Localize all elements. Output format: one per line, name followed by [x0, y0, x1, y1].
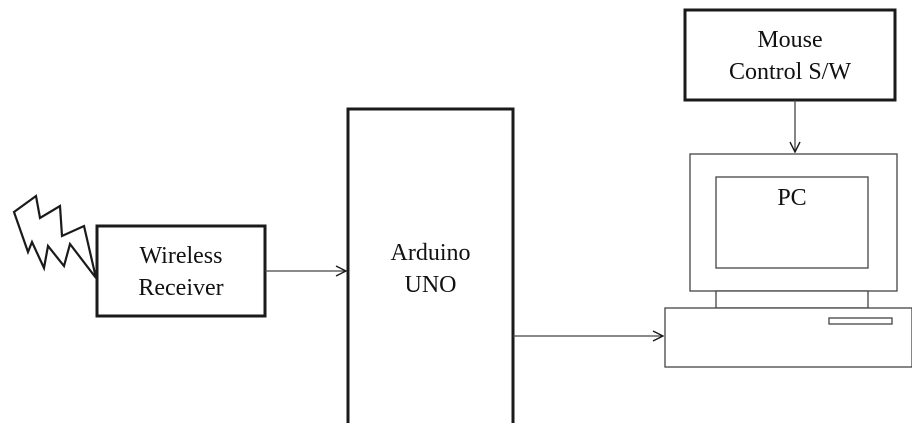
wireless-receiver-label-line2: Receiver [97, 273, 265, 303]
pc-neck [716, 291, 868, 308]
arduino-label-line2: UNO [348, 270, 513, 300]
pc-base [665, 308, 912, 367]
mouse-control-label-line2: Control S/W [685, 57, 895, 87]
mouse-control-label-line1: Mouse [685, 25, 895, 55]
lightning-signal-icon [14, 196, 96, 278]
arduino-label-line1: Arduino [348, 238, 513, 268]
pc-label: PC [716, 183, 868, 213]
wireless-receiver-label-line1: Wireless [97, 241, 265, 271]
pc-disk-slot [829, 318, 892, 324]
